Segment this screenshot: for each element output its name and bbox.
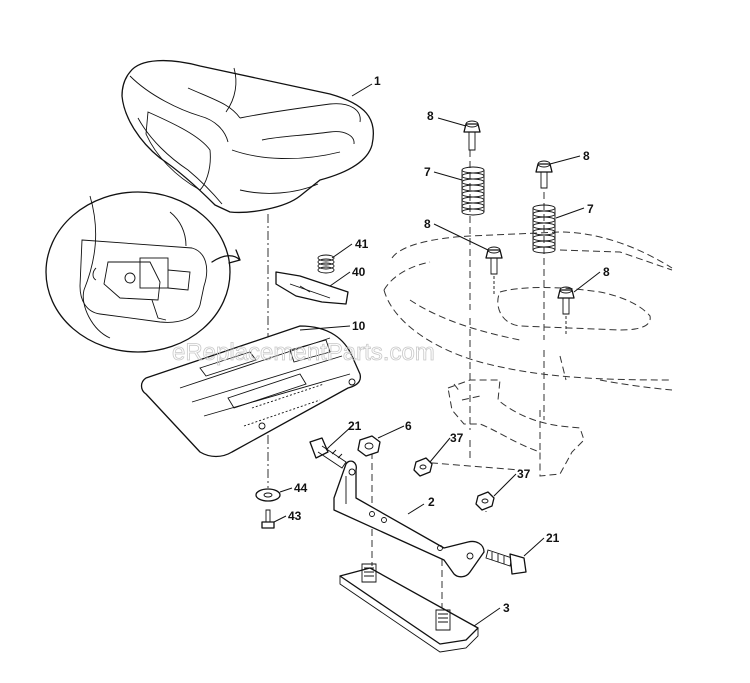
callout-nut-37-left: 37 xyxy=(450,431,464,445)
nut-6-part xyxy=(357,435,381,457)
bolt-21-left-part xyxy=(309,437,347,469)
leader-lines xyxy=(273,83,601,627)
callout-bolt-top-left: 8 xyxy=(427,109,434,123)
callout-nut-37-right: 37 xyxy=(517,467,531,481)
callout-spring-small: 41 xyxy=(355,237,369,251)
detail-inset xyxy=(45,191,241,353)
seat-part xyxy=(121,59,374,214)
bolt-43-part xyxy=(261,509,275,529)
bolt-8-top-right xyxy=(535,160,553,189)
callout-clip: 40 xyxy=(352,265,366,279)
small-spring-part xyxy=(317,254,335,274)
spring-right-part xyxy=(532,204,556,254)
callout-bolt-mid-right: 8 xyxy=(603,265,610,279)
callout-spring-right: 7 xyxy=(587,202,594,216)
callout-bolt-43: 43 xyxy=(288,509,302,523)
spring-left-part xyxy=(461,166,485,216)
bolt-8-top-left xyxy=(463,120,481,151)
callout-bolt-mid-left: 8 xyxy=(424,217,431,231)
nut-37-right-part xyxy=(475,491,495,511)
bolt-21-right-part xyxy=(485,549,527,575)
callout-washer-44: 44 xyxy=(294,481,308,495)
clip-part xyxy=(275,271,349,305)
callout-seat-pan: 2 xyxy=(428,495,435,509)
callout-nut-6: 6 xyxy=(405,419,412,433)
nut-37-left-part xyxy=(413,457,433,477)
callout-spring-left: 7 xyxy=(424,165,431,179)
callout-seat: 1 xyxy=(374,74,381,88)
seat-plate-part xyxy=(140,325,362,458)
mower-frame xyxy=(383,231,673,393)
bolt-8-mid-right xyxy=(557,286,575,334)
callout-bolt-21-right: 21 xyxy=(546,531,560,545)
base-plate-part xyxy=(339,563,479,653)
watermark-text: eReplacementParts.com xyxy=(172,339,435,366)
callout-bolt-21-left: 21 xyxy=(348,419,362,433)
callout-bolt-top-right: 8 xyxy=(583,149,590,163)
seat-pan-bracket-part xyxy=(333,460,485,578)
washer-part xyxy=(255,488,281,502)
callout-seat-plate: 10 xyxy=(352,319,366,333)
seat-bracket xyxy=(447,379,585,477)
callout-base-plate: 3 xyxy=(503,601,510,615)
bolt-8-mid-left xyxy=(485,246,503,296)
